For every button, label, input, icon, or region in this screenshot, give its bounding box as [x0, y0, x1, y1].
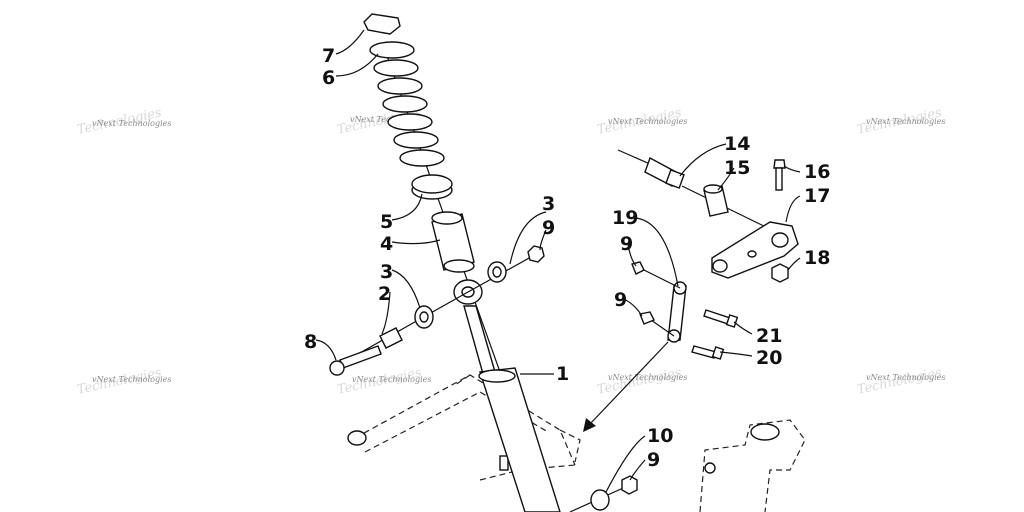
- part-numbers: 7 6 5 4 3 2 8 3 9 1 10 9 14 15 16 17 18 …: [304, 45, 830, 471]
- spindle-knuckle: [699, 419, 806, 512]
- part-number: 10: [647, 425, 673, 447]
- link-rod: [639, 267, 687, 343]
- part-number: 15: [724, 157, 750, 179]
- coil-spring: [369, 41, 445, 167]
- part-number: 16: [804, 161, 830, 183]
- watermark: vNext Technologies: [608, 373, 687, 382]
- link-hardware: [631, 261, 739, 360]
- part-number: 3: [380, 261, 393, 283]
- part-number: 9: [542, 217, 555, 239]
- part-number: 2: [378, 283, 391, 305]
- part-number: 19: [612, 207, 638, 229]
- bushing: [703, 184, 729, 217]
- part-number: 9: [647, 449, 660, 471]
- arrow-head: [583, 418, 596, 432]
- watermark: vNext Technologies: [352, 375, 431, 384]
- leader-lines: [315, 29, 801, 493]
- adjuster-collar: [411, 174, 453, 200]
- part-number: 7: [322, 45, 335, 67]
- watermark: vNext Technologies: [866, 117, 945, 126]
- lever-nut: [771, 263, 789, 283]
- part-number: 5: [380, 211, 393, 233]
- part-number: 21: [756, 325, 782, 347]
- part-number: 6: [322, 67, 335, 89]
- control-cable: [617, 149, 777, 233]
- lower-hardware: [569, 475, 638, 512]
- bump-stop: [431, 211, 475, 273]
- top-bolt: [773, 159, 786, 191]
- assembly-arrow: [589, 341, 669, 425]
- lever-arm: [711, 221, 799, 279]
- right-hardware: [467, 245, 545, 293]
- part-number: 17: [804, 185, 830, 207]
- watermark: vNext Technologies: [92, 119, 171, 128]
- part-number: 9: [620, 233, 633, 255]
- part-number: 18: [804, 247, 830, 269]
- left-hardware: [329, 291, 469, 376]
- watermark: vNext Technologies: [608, 117, 687, 126]
- part-number: 20: [756, 347, 782, 369]
- part-number: 9: [614, 289, 627, 311]
- watermark: vNext Technologies: [92, 375, 171, 384]
- part-number: 1: [556, 363, 569, 385]
- shock-absorber: [453, 279, 561, 512]
- part-number: 4: [380, 233, 393, 255]
- part-number: 8: [304, 331, 317, 353]
- part-number: 14: [724, 133, 750, 155]
- part-number: 3: [542, 193, 555, 215]
- spring-cap: [363, 13, 401, 35]
- watermark: vNext Technologies: [866, 373, 945, 382]
